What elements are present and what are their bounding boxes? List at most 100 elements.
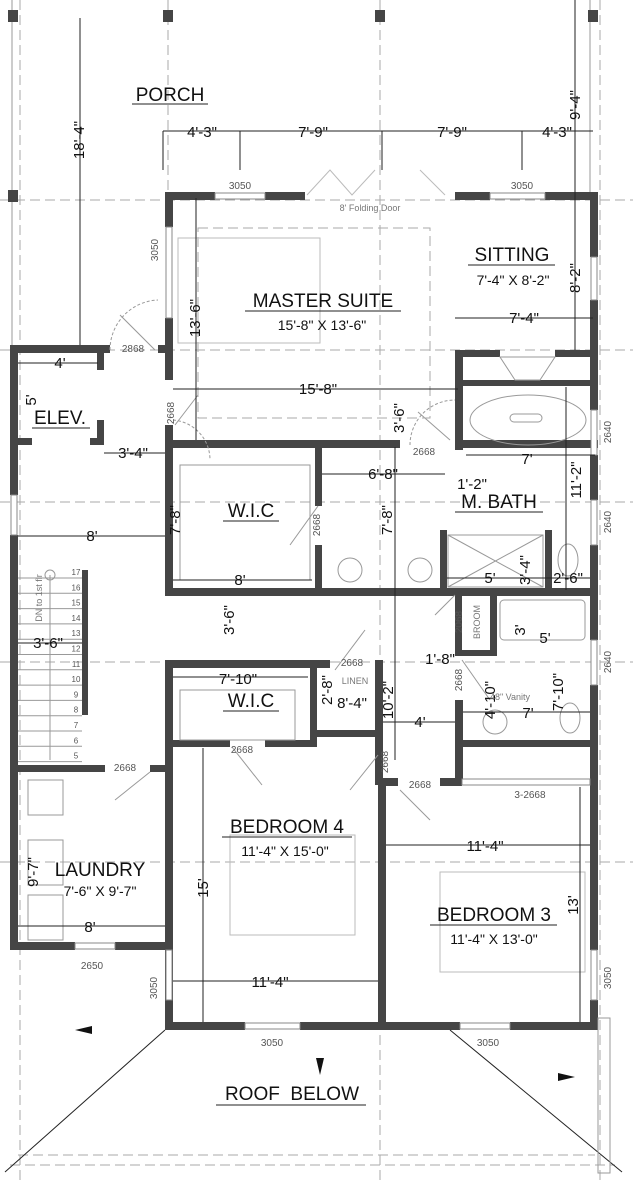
dimension-label: 4'-3" [187,124,217,141]
stair-number: 10 [72,675,81,684]
stairs-down-note: DN to 1st flr [34,574,44,622]
dimension-label: 4' [414,714,425,731]
dimension-label: 7'-8" [379,505,396,535]
stair-number: 14 [72,614,81,623]
stair-number: 11 [72,660,81,669]
sink-icon [482,709,508,735]
dimension-label: 7'-9" [437,124,467,141]
room-size-bedroom-4: 11'-4" X 15'-0" [241,843,328,859]
window-tag: 3050 [149,976,160,999]
dimension-label: 7'-9" [298,124,328,141]
dimension-label: 11'-4" [466,838,503,855]
window-tag: 3050 [229,181,252,192]
dimension-label: 4'-10" [482,681,499,719]
door-tag: 2668 [114,763,137,774]
window-tag: 2640 [603,510,614,533]
stair-number: 17 [72,568,81,577]
door-tag: 2668 [231,745,254,756]
dimension-label: 18'-4" [71,121,88,159]
washer-icon [27,839,64,886]
stair-number: 5 [74,752,79,761]
room-size-bedroom-3: 11'-4" X 13'-0" [450,931,537,947]
slope-arrow-icon [316,1058,324,1075]
sink-icon [407,557,433,583]
stair-number: 16 [72,583,81,592]
dimension-label: 3'-6" [391,403,408,433]
room-name-master-bath: M. BATH [461,492,537,513]
dimension-label: 5' [484,570,495,587]
dimension-label: 1'-8" [425,651,455,668]
opening-tags: 3050 3050 3050 2868 2668 2668 2640 2640 … [81,181,614,1049]
room-name-bedroom-4: BEDROOM 4 [230,817,344,838]
door-tag: 2868 [122,344,145,355]
dimension-label: 4'-3" [542,124,572,141]
dimension-label: 7' [522,705,533,722]
dimensions: 18'-4" 4'-3" 7'-9" 7'-9" 4'-3" 9'-4" 8'-… [23,90,585,991]
shower [447,534,544,588]
door-tag: 3-2668 [514,790,546,801]
stair-number: 12 [72,645,81,654]
room-name-sitting: SITTING [475,245,550,266]
dimension-label: 5' [539,630,550,647]
dimension-label: 13'-6" [187,299,204,337]
door-tag: 2668 [409,780,432,791]
room-name-master-suite: MASTER SUITE [253,291,393,312]
broom-label: BROOM [472,605,482,639]
fixtures [27,227,587,973]
dimension-label: 1'-2" [457,476,487,493]
room-name-laundry: LAUNDRY [55,860,146,881]
vanity-note: 48" Vanity [490,692,531,702]
dimension-label: 11'-4" [251,974,288,991]
walls [10,192,598,1030]
dimension-label: 9'-7" [25,857,42,887]
window-tag: 3050 [603,966,614,989]
bed-4 [229,834,356,936]
notes: 8' Folding Door LINEN BROOM 48" Vanity D… [34,203,531,702]
stair-number: 7 [74,721,79,730]
stair-number: 13 [72,629,81,638]
dimension-label: 15' [195,878,212,898]
dimension-label: 4' [54,355,65,372]
dimension-label: 8' [234,572,245,589]
room-size-master-suite: 15'-8" X 13'-6" [278,317,366,333]
room-labels: PORCH MASTER SUITE 15'-8" X 13'-6" SITTI… [32,85,557,1106]
dimension-label: 3'-4" [517,555,534,585]
slope-arrow-icon [558,1073,575,1081]
dimension-label: 7'-8" [167,505,184,535]
window-tag: 2650 [81,961,104,972]
dimension-label: 3'-6" [33,635,63,652]
stair-number: 15 [72,599,81,608]
dimension-label: 15'-8" [299,381,337,398]
toilet-icon [559,702,581,734]
stair-number: 6 [74,736,79,745]
door-tag: 2668 [454,668,465,691]
dryer-icon [27,894,64,941]
bed-3 [439,871,586,973]
dimension-label: 8' [86,528,97,545]
dimension-label: 5' [23,394,40,405]
laundry-sink-icon [27,779,64,816]
door-tag: 2068 [454,610,465,633]
dimension-label: 8' [84,919,95,936]
door-tag: 2668 [413,447,436,458]
dimension-label: 13' [565,895,582,915]
stair-number: 8 [74,706,79,715]
dimension-label: 3'-6" [221,605,238,635]
room-name-roof-below: ROOF BELOW [225,1084,359,1105]
room-size-laundry: 7'-6" X 9'-7" [64,883,137,899]
dimension-label: 3' [512,624,529,635]
door-tag: 2668 [380,750,391,773]
dimension-label: 6'-8" [368,466,398,483]
windows [10,192,598,1030]
window-tag: 3050 [150,238,161,261]
dimension-label: 7'-4" [509,310,539,327]
dimension-label: 2'-6" [553,570,583,587]
room-name-wic-1: W.I.C [228,501,274,522]
sink-icon [337,557,363,583]
dimension-label: 8'-4" [337,695,367,712]
dimension-label: 7' [521,451,532,468]
dimension-label: 7'-10" [550,673,567,711]
window-tag: 3050 [477,1038,500,1049]
dimension-label: 8'-2" [567,263,584,293]
